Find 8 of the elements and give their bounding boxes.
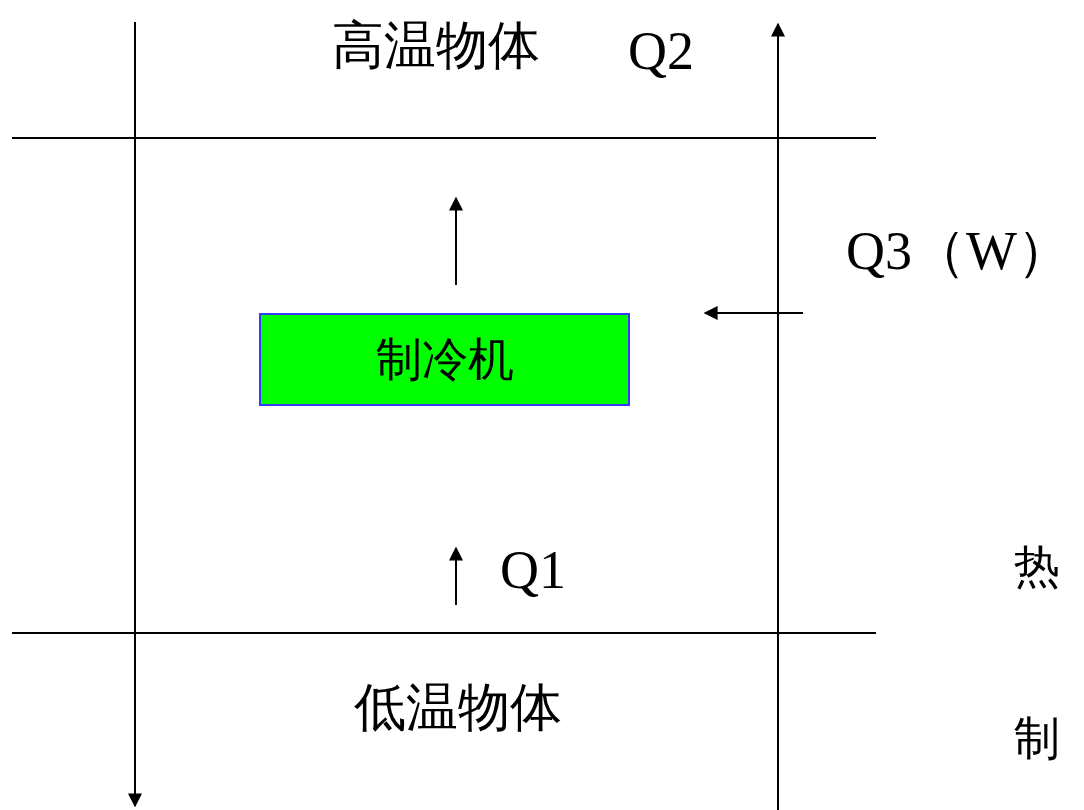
process-box: 制冷机: [259, 313, 630, 406]
side-label: 热: [1014, 544, 1060, 590]
region-label: 高温物体: [332, 20, 540, 72]
heat-label: Q1: [500, 543, 566, 597]
side-label: 制: [1014, 716, 1060, 762]
work-label: Q3（W）: [846, 224, 1071, 278]
region-label: 低温物体: [354, 682, 562, 734]
heat-label: Q2: [628, 24, 694, 78]
